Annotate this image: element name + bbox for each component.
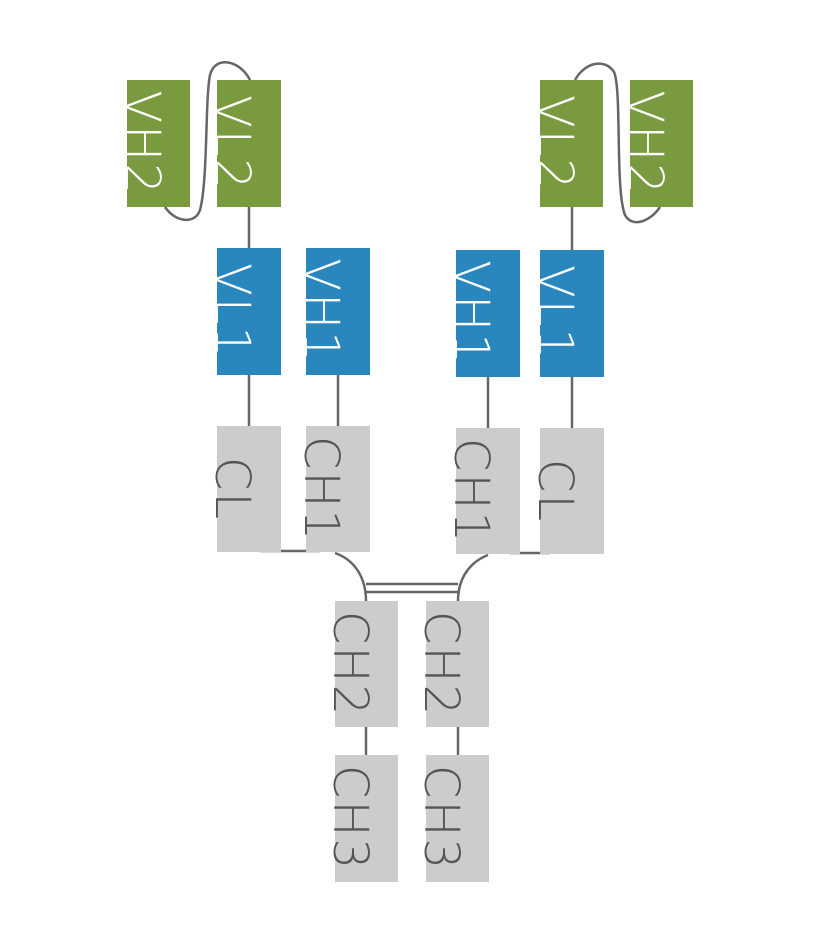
linker-right-scfv [573,62,662,224]
hinge-left [334,551,368,602]
domain-label: CH3 [322,765,378,871]
domain-left-vh2: VH2 [114,80,190,207]
domain-fc-left-ch2: CH2 [322,601,398,727]
domain-left-vl1: VL1 [204,248,281,375]
domain-left-vh1: VH1 [293,248,370,375]
domain-label: VL1 [204,263,260,359]
domain-label: VL2 [204,95,260,191]
domain-right-vh2: VH2 [617,80,693,207]
domain-left-cl: CL [204,426,281,552]
domains: VH2 VL2 VL1 VH1 CL CH1 VL2 VH2 [114,80,693,882]
domain-left-ch1: CH1 [293,426,370,552]
domain-left-vl2: VL2 [204,80,281,207]
domain-label: CL [527,459,583,523]
domain-fc-left-ch3: CH3 [322,755,398,882]
linker-left-scfv [163,61,252,221]
domain-label: CH1 [293,436,349,542]
hinge-right [456,553,489,602]
domain-fc-right-ch3: CH3 [413,755,489,882]
domain-label: CL [204,457,260,521]
domain-right-ch1: CH1 [443,428,520,554]
domain-label: CH2 [413,611,469,717]
domain-label: VH1 [443,260,499,365]
domain-label: VL1 [527,265,583,361]
domain-label: VH2 [617,90,673,195]
domain-right-vl1: VL1 [527,250,604,377]
linkers [163,61,662,756]
domain-fc-right-ch2: CH2 [413,601,489,727]
domain-label: VL2 [527,95,583,191]
domain-label: VH1 [293,258,349,363]
domain-label: CH1 [443,438,499,544]
domain-right-vh1: VH1 [443,250,520,377]
domain-right-cl: CL [527,428,604,554]
domain-label: VH2 [114,90,170,195]
domain-label: CH3 [413,765,469,871]
domain-label: CH2 [322,611,378,717]
domain-right-vl2: VL2 [527,80,603,207]
